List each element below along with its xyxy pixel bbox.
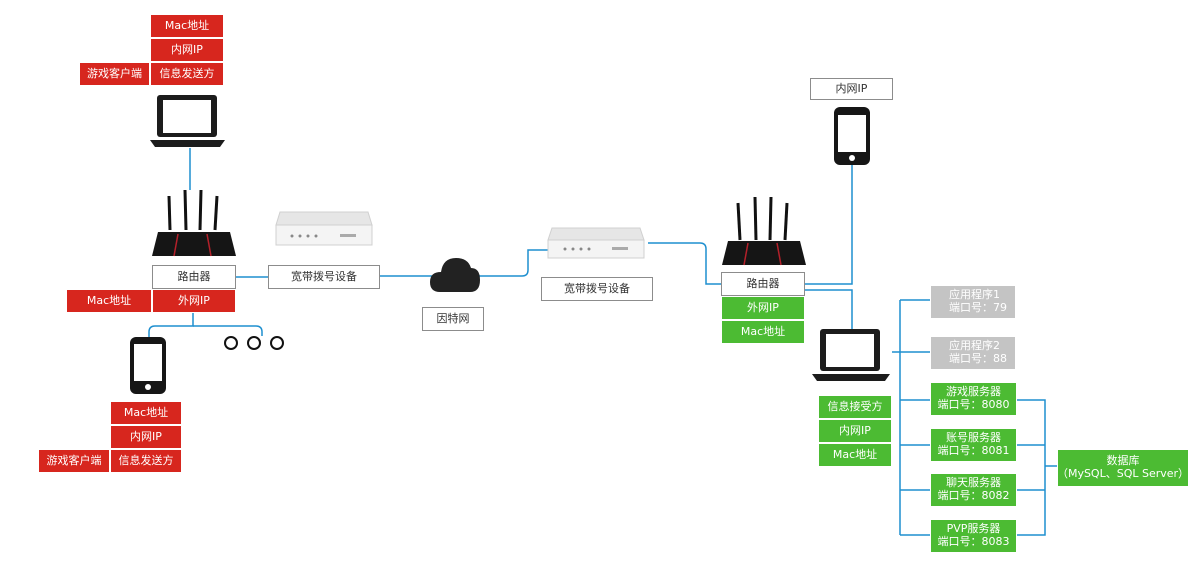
more-devices-icon: [224, 336, 284, 350]
app-port: 端口号：79: [949, 301, 1007, 314]
top-client-mac-label: Mac地址: [150, 14, 224, 38]
app-box: 应用程序1 端口号：79: [930, 285, 1016, 319]
service-port: 端口号：8082: [937, 489, 1010, 502]
top-client-role-label: 游戏客户端: [79, 62, 150, 86]
bottom-client-sender-label: 信息发送方: [110, 449, 182, 473]
service-port: 端口号：8083: [937, 535, 1010, 548]
left-router-label: 路由器: [152, 265, 236, 289]
server-receiver-label: 信息接受方: [818, 395, 892, 419]
service-box: 游戏服务器 端口号：8080: [930, 382, 1017, 416]
modem-icon: [275, 211, 373, 246]
service-name: 聊天服务器: [946, 476, 1001, 490]
server-mac-label: Mac地址: [818, 443, 892, 467]
right-modem-label: 宽带拨号设备: [541, 277, 653, 301]
bottom-client-mac-label: Mac地址: [110, 401, 182, 425]
phone-icon: [130, 337, 166, 394]
laptop-icon: [150, 95, 225, 147]
left-router-ip-label: 外网IP: [152, 289, 236, 313]
service-name: 账号服务器: [946, 431, 1001, 445]
server-ip-label: 内网IP: [818, 419, 892, 443]
app-name: 应用程序1: [949, 288, 1000, 302]
internet-label: 因特网: [422, 307, 484, 331]
modem-icon: [547, 227, 645, 259]
service-box: PVP服务器 端口号：8083: [930, 519, 1017, 553]
bottom-client-ip-label: 内网IP: [110, 425, 182, 449]
bottom-client-role-label: 游戏客户端: [38, 449, 110, 473]
phone-icon: [834, 107, 870, 165]
right-router-label: 路由器: [721, 272, 805, 296]
app-box: 应用程序2 端口号：88: [930, 336, 1016, 370]
service-box: 聊天服务器 端口号：8082: [930, 473, 1017, 507]
right-phone-ip-label: 内网IP: [810, 78, 893, 100]
laptop-icon: [812, 329, 890, 381]
service-port: 端口号：8080: [937, 398, 1010, 411]
database-detail: （MySQL、SQL Server）: [1056, 467, 1190, 480]
app-name: 应用程序2: [949, 339, 1000, 353]
wifi-router-icon: [152, 189, 236, 257]
service-box: 账号服务器 端口号：8081: [930, 428, 1017, 462]
left-router-mac-label: Mac地址: [66, 289, 152, 313]
database-name: 数据库: [1106, 454, 1140, 468]
cloud-icon: [430, 258, 480, 292]
wifi-router-icon: [722, 196, 806, 266]
right-router-ip-label: 外网IP: [721, 296, 805, 320]
service-name: PVP服务器: [946, 522, 1001, 536]
right-router-mac-label: Mac地址: [721, 320, 805, 344]
service-port: 端口号：8081: [937, 444, 1010, 457]
left-modem-label: 宽带拨号设备: [268, 265, 380, 289]
service-name: 游戏服务器: [946, 385, 1001, 399]
database-box: 数据库 （MySQL、SQL Server）: [1057, 449, 1189, 487]
top-client-ip-label: 内网IP: [150, 38, 224, 62]
app-port: 端口号：88: [949, 352, 1007, 365]
top-client-sender-label: 信息发送方: [150, 62, 224, 86]
